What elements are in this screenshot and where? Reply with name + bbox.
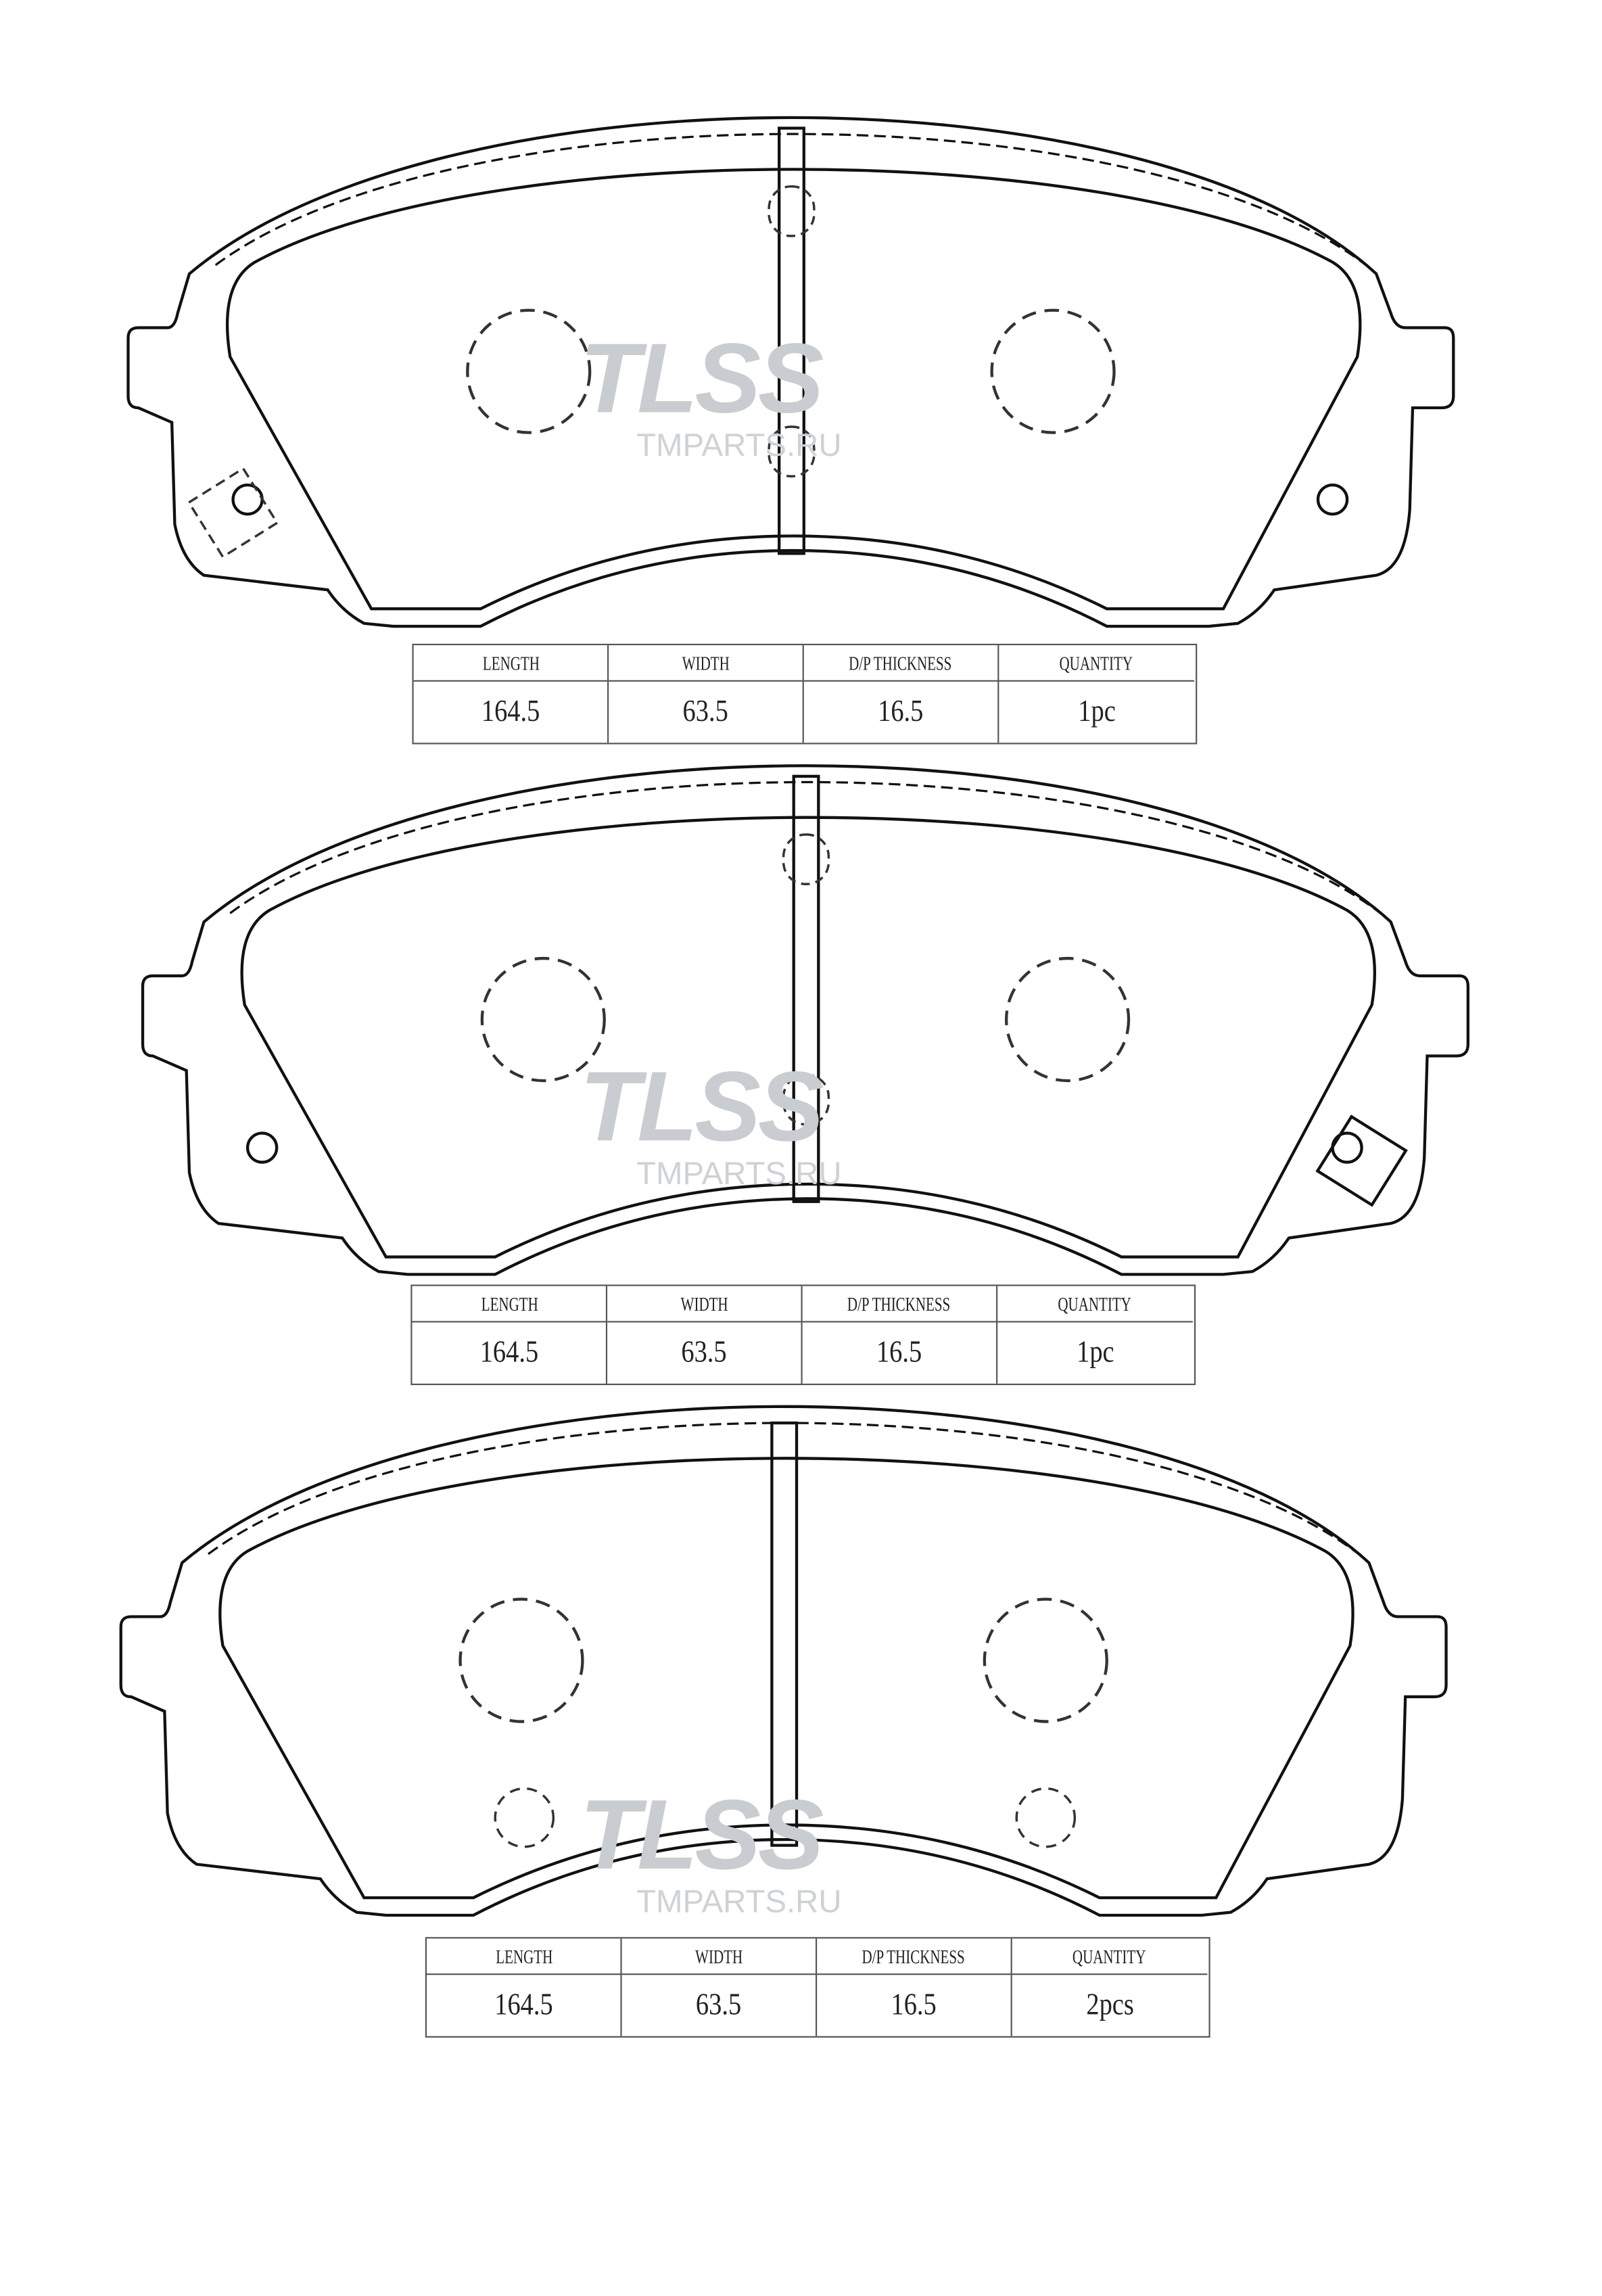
header-quantity: QUANTITY (997, 1286, 1193, 1323)
watermark: TLSS TMPARTS.RU (580, 323, 841, 463)
brake-pad-2: TLSS TMPARTS.RU (143, 766, 1468, 1274)
wear-sensor-icon (187, 467, 279, 559)
svg-text:TLSS: TLSS (580, 323, 824, 434)
value-length: 164.5 (414, 681, 609, 743)
header-quantity: QUANTITY (1012, 1938, 1208, 1975)
header-quantity: QUANTITY (999, 645, 1194, 682)
header-thickness: D/P THICKNESS (803, 645, 999, 682)
value-thickness: 16.5 (803, 1322, 998, 1384)
header-thickness: D/P THICKNESS (817, 1938, 1012, 1975)
spec-table-2: LENGTH WIDTH D/P THICKNESS QUANTITY 164.… (410, 1284, 1196, 1386)
sensor-hole-icon (231, 483, 264, 516)
wear-sensor-icon (1315, 1115, 1408, 1207)
header-width: WIDTH (621, 1938, 818, 1975)
brake-pad-1: TLSS TMPARTS.RU (128, 118, 1454, 626)
value-width: 63.5 (622, 1975, 818, 2036)
value-length: 164.5 (412, 1322, 608, 1384)
header-thickness: D/P THICKNESS (802, 1286, 998, 1323)
header-length: LENGTH (412, 1286, 608, 1323)
svg-text:TMPARTS.RU: TMPARTS.RU (636, 427, 841, 463)
header-length: LENGTH (413, 645, 609, 682)
value-width: 63.5 (609, 681, 804, 743)
svg-text:TLSS: TLSS (580, 1051, 824, 1162)
watermark: TLSS TMPARTS.RU (580, 1051, 841, 1192)
brake-pad-3: TLSS TMPARTS.RU (121, 1407, 1446, 1920)
svg-text:TMPARTS.RU: TMPARTS.RU (636, 1884, 841, 1920)
svg-text:TMPARTS.RU: TMPARTS.RU (636, 1156, 841, 1192)
value-width: 63.5 (607, 1322, 803, 1384)
value-quantity: 1pc (1077, 693, 1116, 728)
watermark: TLSS TMPARTS.RU (580, 1779, 841, 1920)
value-quantity: 1pc (1076, 1334, 1114, 1369)
value-quantity: 2pcs (1085, 1986, 1134, 2022)
value-thickness: 16.5 (804, 681, 999, 743)
spec-table-1: LENGTH WIDTH D/P THICKNESS QUANTITY 164.… (412, 643, 1198, 745)
value-thickness: 16.5 (817, 1975, 1012, 2036)
header-width: WIDTH (609, 645, 804, 682)
value-length: 164.5 (427, 1975, 622, 2036)
header-length: LENGTH (427, 1938, 622, 1975)
svg-text:TLSS: TLSS (580, 1779, 824, 1890)
spec-table-3: LENGTH WIDTH D/P THICKNESS QUANTITY 164.… (425, 1937, 1210, 2038)
header-width: WIDTH (607, 1286, 803, 1323)
